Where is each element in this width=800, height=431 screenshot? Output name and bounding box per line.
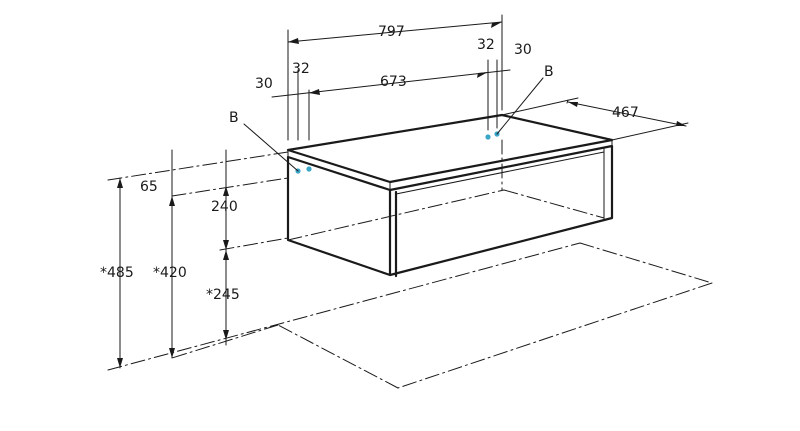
dimension-label-65: 65 bbox=[140, 179, 158, 195]
dimension-label-30-left: 30 bbox=[255, 76, 273, 92]
dimension-label-420: *420 bbox=[153, 265, 187, 281]
dimension-240-245: 240 *245 bbox=[206, 149, 240, 346]
callout-label-left: B bbox=[229, 110, 239, 126]
dimension-label-467: 467 bbox=[612, 105, 639, 121]
hole-marker-left-2 bbox=[306, 166, 312, 172]
dimension-label-673: 673 bbox=[380, 74, 407, 90]
hole-marker-right-1 bbox=[485, 134, 491, 140]
dimension-label-32-left: 32 bbox=[292, 61, 310, 77]
dimension-label-245: *245 bbox=[206, 287, 240, 303]
hole-dimensions: 30 32 32 30 bbox=[255, 37, 532, 92]
dimension-797: 797 bbox=[287, 21, 503, 44]
dimension-label-485: *485 bbox=[100, 265, 134, 281]
extension-lines bbox=[287, 14, 689, 141]
dimension-420: *420 65 bbox=[140, 149, 187, 359]
dimension-485: *485 bbox=[100, 177, 134, 369]
dimension-label-240: 240 bbox=[211, 199, 238, 215]
callout-label-right: B bbox=[544, 64, 554, 80]
dimension-673: 673 bbox=[271, 69, 511, 98]
callout-b-right: B bbox=[496, 64, 554, 135]
callout-b-left: B bbox=[229, 110, 299, 172]
dimension-467: 467 bbox=[567, 101, 687, 127]
dimension-label-30-right: 30 bbox=[514, 42, 532, 58]
floor-projection bbox=[107, 242, 713, 389]
dimension-label-797: 797 bbox=[378, 24, 405, 40]
wall-reference-lines bbox=[107, 139, 605, 251]
cabinet-body bbox=[286, 113, 614, 278]
dimension-label-32-right: 32 bbox=[477, 37, 495, 53]
